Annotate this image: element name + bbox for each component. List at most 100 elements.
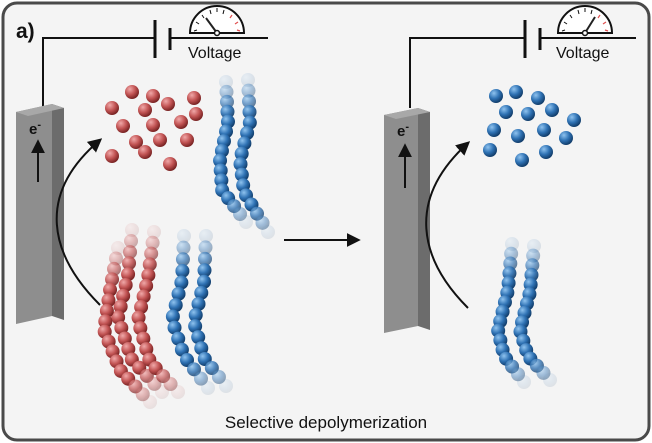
blue-monomer bbox=[199, 229, 213, 243]
left-electrode bbox=[16, 104, 64, 324]
blue-monomer bbox=[197, 274, 212, 289]
blue-monomer bbox=[219, 84, 234, 99]
left-electron-charge: - bbox=[37, 119, 41, 131]
blue-monomer bbox=[219, 379, 233, 393]
red-monomer bbox=[163, 157, 177, 171]
red-monomer bbox=[123, 245, 138, 260]
red-monomer bbox=[142, 257, 157, 272]
blue-monomer bbox=[174, 342, 189, 357]
blue-monomer bbox=[239, 215, 253, 229]
blue-monomer bbox=[174, 275, 189, 290]
red-monomer bbox=[114, 320, 129, 335]
blue-monomer bbox=[242, 94, 257, 109]
blue-monomer bbox=[167, 320, 182, 335]
right-panel: Voltage e- bbox=[384, 5, 636, 389]
blue-monomer bbox=[567, 113, 581, 127]
red-monomer bbox=[129, 135, 143, 149]
red-monomer bbox=[101, 293, 116, 308]
left-voltage-gauge-icon bbox=[188, 5, 246, 37]
blue-monomer bbox=[543, 373, 557, 387]
left-blue-chains bbox=[213, 73, 275, 239]
red-monomer bbox=[121, 342, 136, 357]
blue-monomer bbox=[177, 229, 191, 243]
left-panel: Voltage e- bbox=[16, 5, 275, 409]
blue-monomer bbox=[197, 263, 212, 278]
red-monomer bbox=[98, 314, 113, 329]
red-monomer bbox=[105, 149, 119, 163]
right-blue-monomers bbox=[483, 85, 581, 167]
blue-monomer bbox=[234, 167, 249, 182]
blue-monomer bbox=[489, 89, 503, 103]
red-monomer bbox=[122, 256, 137, 271]
red-monomer bbox=[138, 145, 152, 159]
right-voltage-gauge-icon bbox=[556, 5, 614, 37]
blue-monomer bbox=[191, 330, 206, 345]
blue-monomer bbox=[175, 252, 190, 267]
left-curved-arrow bbox=[55, 138, 103, 306]
blue-monomer bbox=[176, 240, 191, 255]
right-electron-label: e- bbox=[397, 121, 409, 140]
red-monomer bbox=[134, 300, 149, 315]
red-monomer bbox=[116, 119, 130, 133]
blue-monomer bbox=[242, 105, 257, 120]
red-monomer bbox=[171, 385, 185, 399]
red-monomer bbox=[141, 268, 156, 283]
red-monomer bbox=[146, 118, 160, 132]
blue-monomer bbox=[531, 91, 545, 105]
blue-monomer bbox=[194, 285, 209, 300]
left-voltage-label: Voltage bbox=[188, 45, 241, 62]
red-monomer bbox=[139, 278, 154, 293]
blue-monomer bbox=[213, 163, 228, 178]
blue-monomer bbox=[198, 240, 213, 255]
blue-monomer bbox=[509, 85, 523, 99]
right-voltage-label: Voltage bbox=[556, 45, 609, 62]
red-monomer bbox=[116, 288, 131, 303]
left-wire bbox=[42, 37, 155, 108]
blue-monomer bbox=[168, 298, 183, 313]
red-monomer bbox=[187, 91, 201, 105]
right-electron-charge: - bbox=[405, 121, 409, 133]
left-mixed-chains bbox=[97, 223, 233, 409]
red-monomer bbox=[111, 310, 126, 325]
red-monomer bbox=[131, 310, 146, 325]
left-electron-symbol: e bbox=[29, 121, 37, 138]
left-red-monomers bbox=[105, 85, 203, 171]
blue-monomer bbox=[241, 73, 255, 87]
blue-monomer bbox=[175, 263, 190, 278]
red-monomer bbox=[138, 103, 152, 117]
red-monomer bbox=[144, 246, 159, 261]
blue-monomer bbox=[517, 375, 531, 389]
caption: Selective depolymerization bbox=[225, 413, 427, 432]
blue-monomer bbox=[171, 286, 186, 301]
red-monomer bbox=[111, 241, 125, 255]
blue-monomer bbox=[511, 129, 525, 143]
red-monomer bbox=[153, 133, 167, 147]
panel-label: a) bbox=[16, 20, 35, 43]
blue-monomer bbox=[483, 143, 497, 157]
blue-monomer bbox=[188, 319, 203, 334]
blue-monomer bbox=[220, 104, 235, 119]
red-monomer bbox=[161, 97, 175, 111]
blue-monomer bbox=[194, 341, 209, 356]
red-monomer bbox=[103, 282, 118, 297]
blue-monomer bbox=[201, 381, 215, 395]
red-monomer bbox=[109, 251, 124, 266]
blue-monomer bbox=[521, 107, 535, 121]
blue-monomer bbox=[171, 331, 186, 346]
red-monomer bbox=[121, 267, 136, 282]
red-monomer bbox=[143, 395, 157, 409]
red-monomer bbox=[107, 261, 122, 276]
blue-monomer bbox=[515, 153, 529, 167]
right-electron-symbol: e bbox=[397, 123, 405, 140]
blue-monomer bbox=[539, 145, 553, 159]
red-monomer bbox=[117, 331, 132, 346]
blue-monomer bbox=[545, 103, 559, 117]
blue-monomer bbox=[261, 225, 275, 239]
red-monomer bbox=[105, 101, 119, 115]
blue-monomer bbox=[165, 309, 180, 324]
blue-monomer bbox=[559, 131, 573, 145]
blue-monomer bbox=[219, 75, 233, 89]
red-monomer bbox=[99, 303, 114, 318]
